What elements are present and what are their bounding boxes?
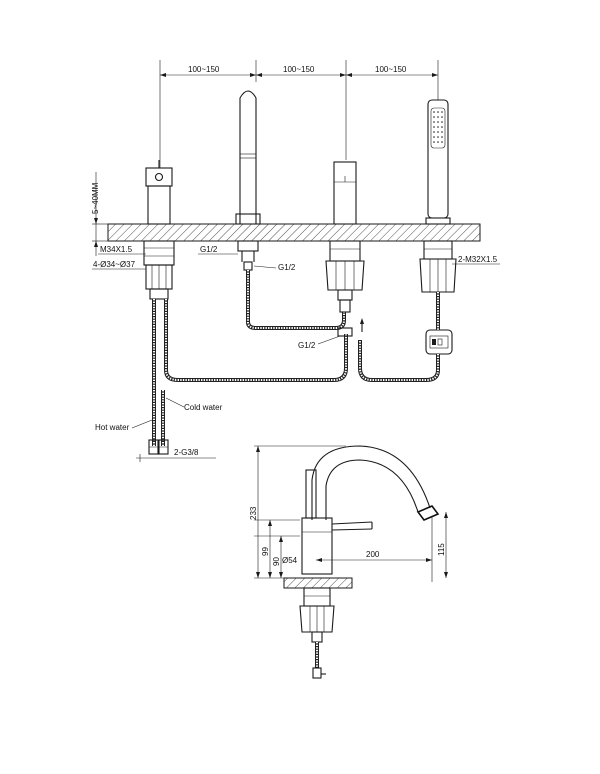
- spacing-label-3: 100~150: [375, 65, 407, 74]
- mixer-valve: [143, 160, 175, 300]
- spout-thread-label-2: G1/2: [278, 263, 296, 272]
- hose-weight: [425, 329, 453, 355]
- spout-height-label: 115: [437, 543, 446, 556]
- diameter-label: Ø54: [282, 556, 298, 565]
- height-total-label: 233: [249, 506, 258, 520]
- braided-hoses: [152, 270, 440, 446]
- mixer-thread-labels: M34X1.5 4-Ø34~Ø37: [92, 245, 146, 270]
- connector-thread-label: G1/2: [298, 341, 316, 350]
- height-lever-label: 99: [261, 547, 270, 556]
- height-dimensions: 233 99 90: [249, 445, 346, 579]
- reach-label: 200: [366, 550, 380, 559]
- hot-water-label: Hot water: [95, 423, 130, 432]
- spacing-dimensions: 100~150 100~150 100~150: [159, 60, 439, 168]
- deck-plate: [107, 223, 481, 242]
- height-body-label: 90: [272, 557, 281, 566]
- thread-main-label: M34X1.5: [100, 245, 133, 254]
- cold-water-label: Cold water: [184, 403, 223, 412]
- spout-side-view: 233 99 90 Ø54: [249, 445, 448, 679]
- hand-shower: 2-M32X1.5: [419, 99, 500, 293]
- spout: G1/2 G1/2: [198, 90, 296, 272]
- spacing-label-2: 100~150: [283, 65, 315, 74]
- under-deck-fittings: [299, 587, 335, 679]
- reach-dimensions: 200 115: [316, 512, 448, 582]
- spacing-label-1: 100~150: [188, 65, 220, 74]
- connector-label: G1/2: [298, 327, 353, 350]
- deck-thickness-label: 5~40MM: [91, 182, 100, 214]
- diverter-valve: [325, 161, 365, 332]
- spout-body: [301, 445, 440, 575]
- shower-thread-label: 2-M32X1.5: [458, 255, 498, 264]
- shower-head-holes: [433, 111, 443, 143]
- deck-set-view: 100~150 100~150 100~150 5~40MM: [91, 60, 500, 462]
- inlet-thread-label: 2-G3/8: [174, 448, 199, 457]
- inlet-thread-dimension: 2-G3/8: [136, 448, 216, 462]
- inlet-nuts: [148, 439, 169, 455]
- deck-plate-side: [283, 577, 353, 589]
- spout-thread-label-1: G1/2: [200, 245, 218, 254]
- water-labels: Cold water Hot water: [95, 397, 223, 432]
- deck-thickness-dimension: 5~40MM: [91, 172, 108, 256]
- hole-diameter-label: 4-Ø34~Ø37: [93, 260, 136, 269]
